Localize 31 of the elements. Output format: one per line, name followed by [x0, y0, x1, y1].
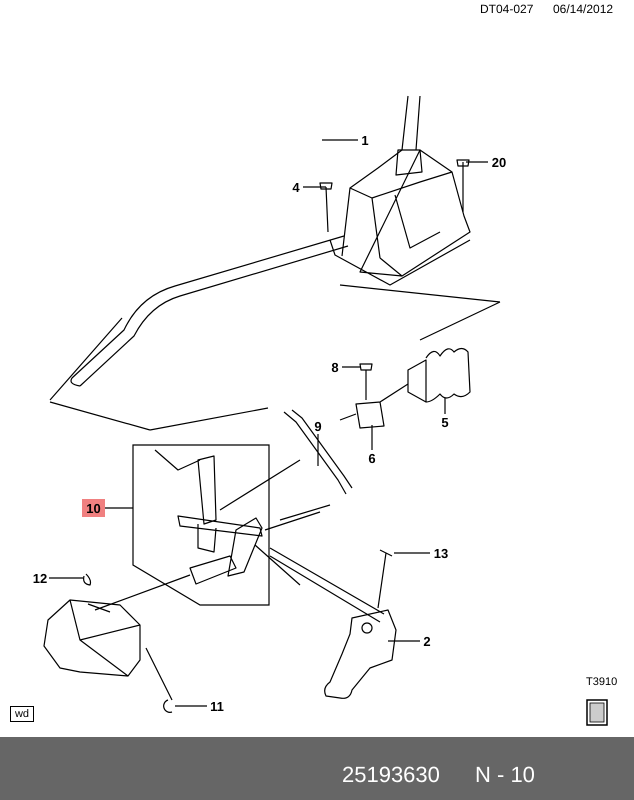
leader-line: [466, 161, 488, 163]
leader-line: [342, 366, 360, 368]
leader-line: [317, 434, 319, 466]
callout-number: 5: [438, 414, 452, 430]
leader-line: [175, 705, 207, 707]
code-label: wd: [10, 706, 34, 722]
page-number: N - 10: [475, 762, 535, 788]
callout-number: 1: [358, 132, 372, 148]
diagram-code: T3910: [586, 676, 618, 688]
callout-number: 8: [328, 359, 342, 375]
callout-number: 6: [365, 450, 379, 466]
leader-line: [388, 640, 420, 642]
callout-number: 20: [488, 154, 510, 170]
leader-line: [394, 552, 430, 554]
callout-number: 2: [420, 633, 434, 649]
part-number: 25193630: [342, 762, 440, 788]
leader-line: [105, 507, 133, 509]
leader-line: [303, 186, 326, 188]
leader-line: [444, 398, 446, 414]
leader-line: [322, 139, 358, 141]
callout-number: 13: [430, 545, 452, 561]
header-code: DT04-027: [480, 2, 534, 16]
callout-number: 9: [311, 418, 325, 434]
leader-line: [49, 577, 83, 579]
assembly-frame: [133, 445, 269, 605]
highlighted-callout-number: 10: [82, 499, 105, 517]
header-date: 06/14/2012: [553, 2, 614, 16]
leader-line: [371, 425, 373, 450]
callout-number: 12: [31, 570, 49, 586]
callout-number: 4: [289, 179, 303, 195]
callout-number: 11: [207, 698, 227, 714]
